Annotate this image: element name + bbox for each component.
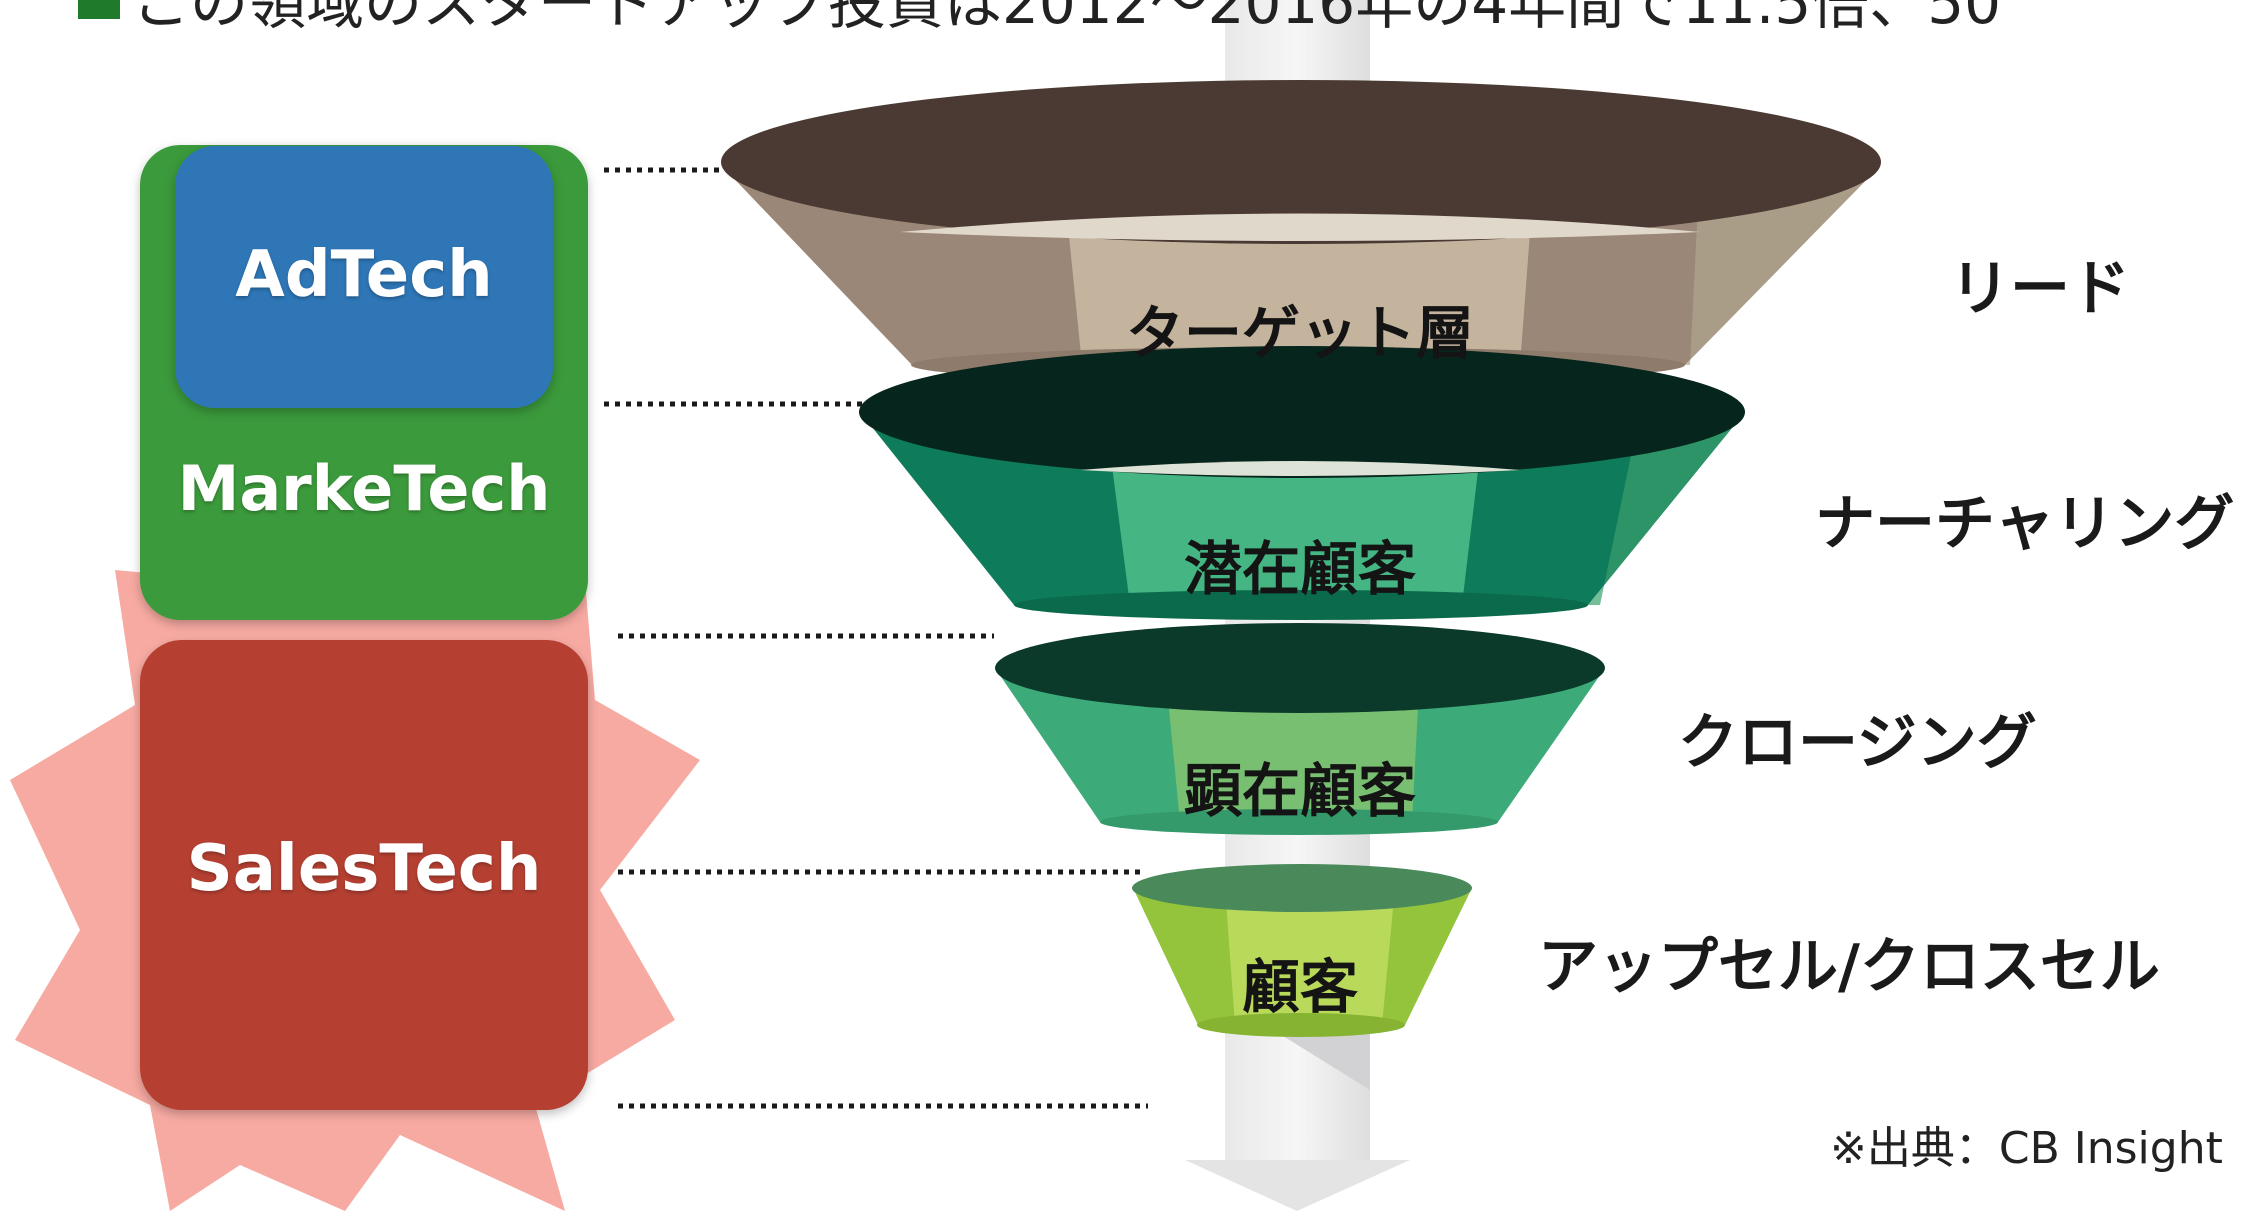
stage-nurturing: ナーチャリング — [1815, 489, 2235, 559]
headline: この領域のスタートアップ投資は2012〜2016年の4年間で11.5倍、50 — [78, 0, 2001, 32]
headline-bullet-icon — [78, 0, 120, 19]
funnel-layer-potential — [859, 346, 1745, 620]
stage-closing: クロージング — [1678, 708, 2037, 778]
marketech-label: MarkeTech — [177, 452, 551, 525]
adtech-label: AdTech — [235, 238, 493, 312]
stage-upsell-crosssell: アップセル/クロスセル — [1538, 932, 2160, 1002]
funnel-label-target: ターゲット層 — [1125, 299, 1474, 367]
headline-text: この領域のスタートアップ投資は2012〜2016年の4年間で11.5倍、50 — [132, 0, 2002, 37]
dotted-connectors — [604, 167, 1148, 1109]
funnel-label-potential: 潜在顧客 — [1183, 535, 1416, 603]
salestech-block[interactable] — [140, 640, 588, 1110]
stage-lead: リード — [1950, 254, 2130, 324]
funnel-label-customer: 顧客 — [1241, 953, 1358, 1021]
funnel-label-apparent: 顕在顧客 — [1183, 757, 1416, 825]
funnel-layer-customer — [1132, 864, 1472, 1037]
funnel-layer-apparent — [995, 623, 1605, 835]
adtech-block[interactable] — [175, 146, 553, 408]
salestech-label: SalesTech — [186, 832, 542, 906]
source-note: ※出典：CB Insight — [1830, 1123, 2223, 1174]
